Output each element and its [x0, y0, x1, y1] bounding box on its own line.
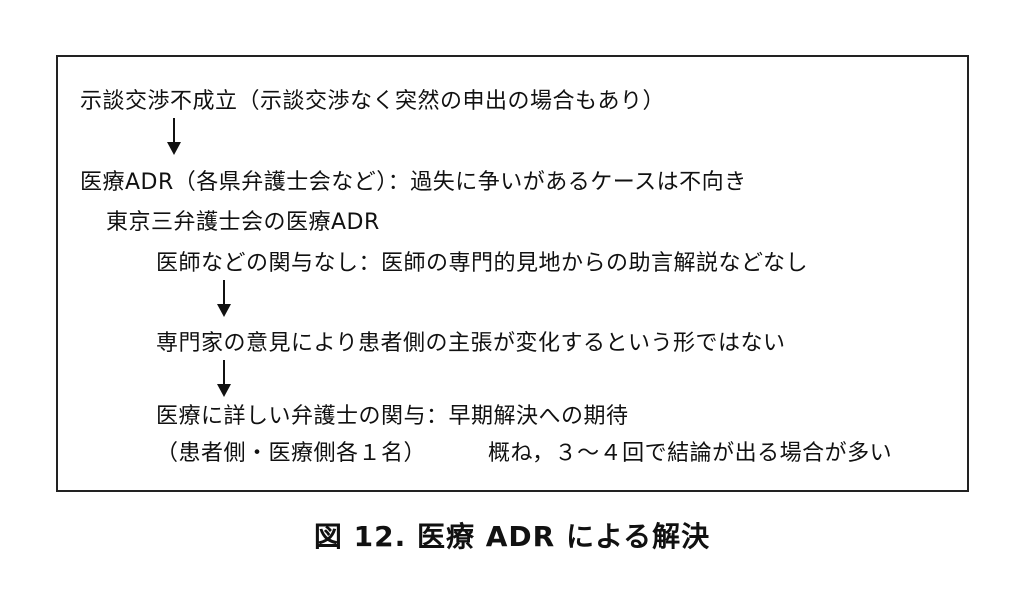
step-no-opinion-change: 専門家の意見により患者側の主張が変化するという形ではない	[156, 331, 786, 356]
diagram-frame	[56, 55, 969, 492]
step-settlement-failed: 示談交渉不成立（示談交渉なく突然の申出の場合もあり）	[80, 89, 666, 114]
down-arrow-icon	[217, 360, 231, 397]
step-tokyo-bar-adr: 東京三弁護士会の医療ADR	[106, 210, 380, 235]
step-lawyer-involvement: 医療に詳しい弁護士の関与：早期解決への期待	[156, 404, 629, 429]
step-medical-adr: 医療ADR（各県弁護士会など）：過失に争いがあるケースは不向き	[80, 170, 747, 195]
figure-caption: 図 12. 医療 ADR による解決	[313, 520, 711, 553]
step-resolution-estimate: 概ね，３～４回で結論が出る場合が多い	[488, 441, 893, 466]
step-lawyer-composition: （患者側・医療側各１名）	[156, 441, 427, 466]
down-arrow-icon	[217, 280, 231, 317]
step-no-doctor-involvement: 医師などの関与なし：医師の専門的見地からの助言解説などなし	[156, 251, 809, 276]
down-arrow-icon	[167, 118, 181, 155]
